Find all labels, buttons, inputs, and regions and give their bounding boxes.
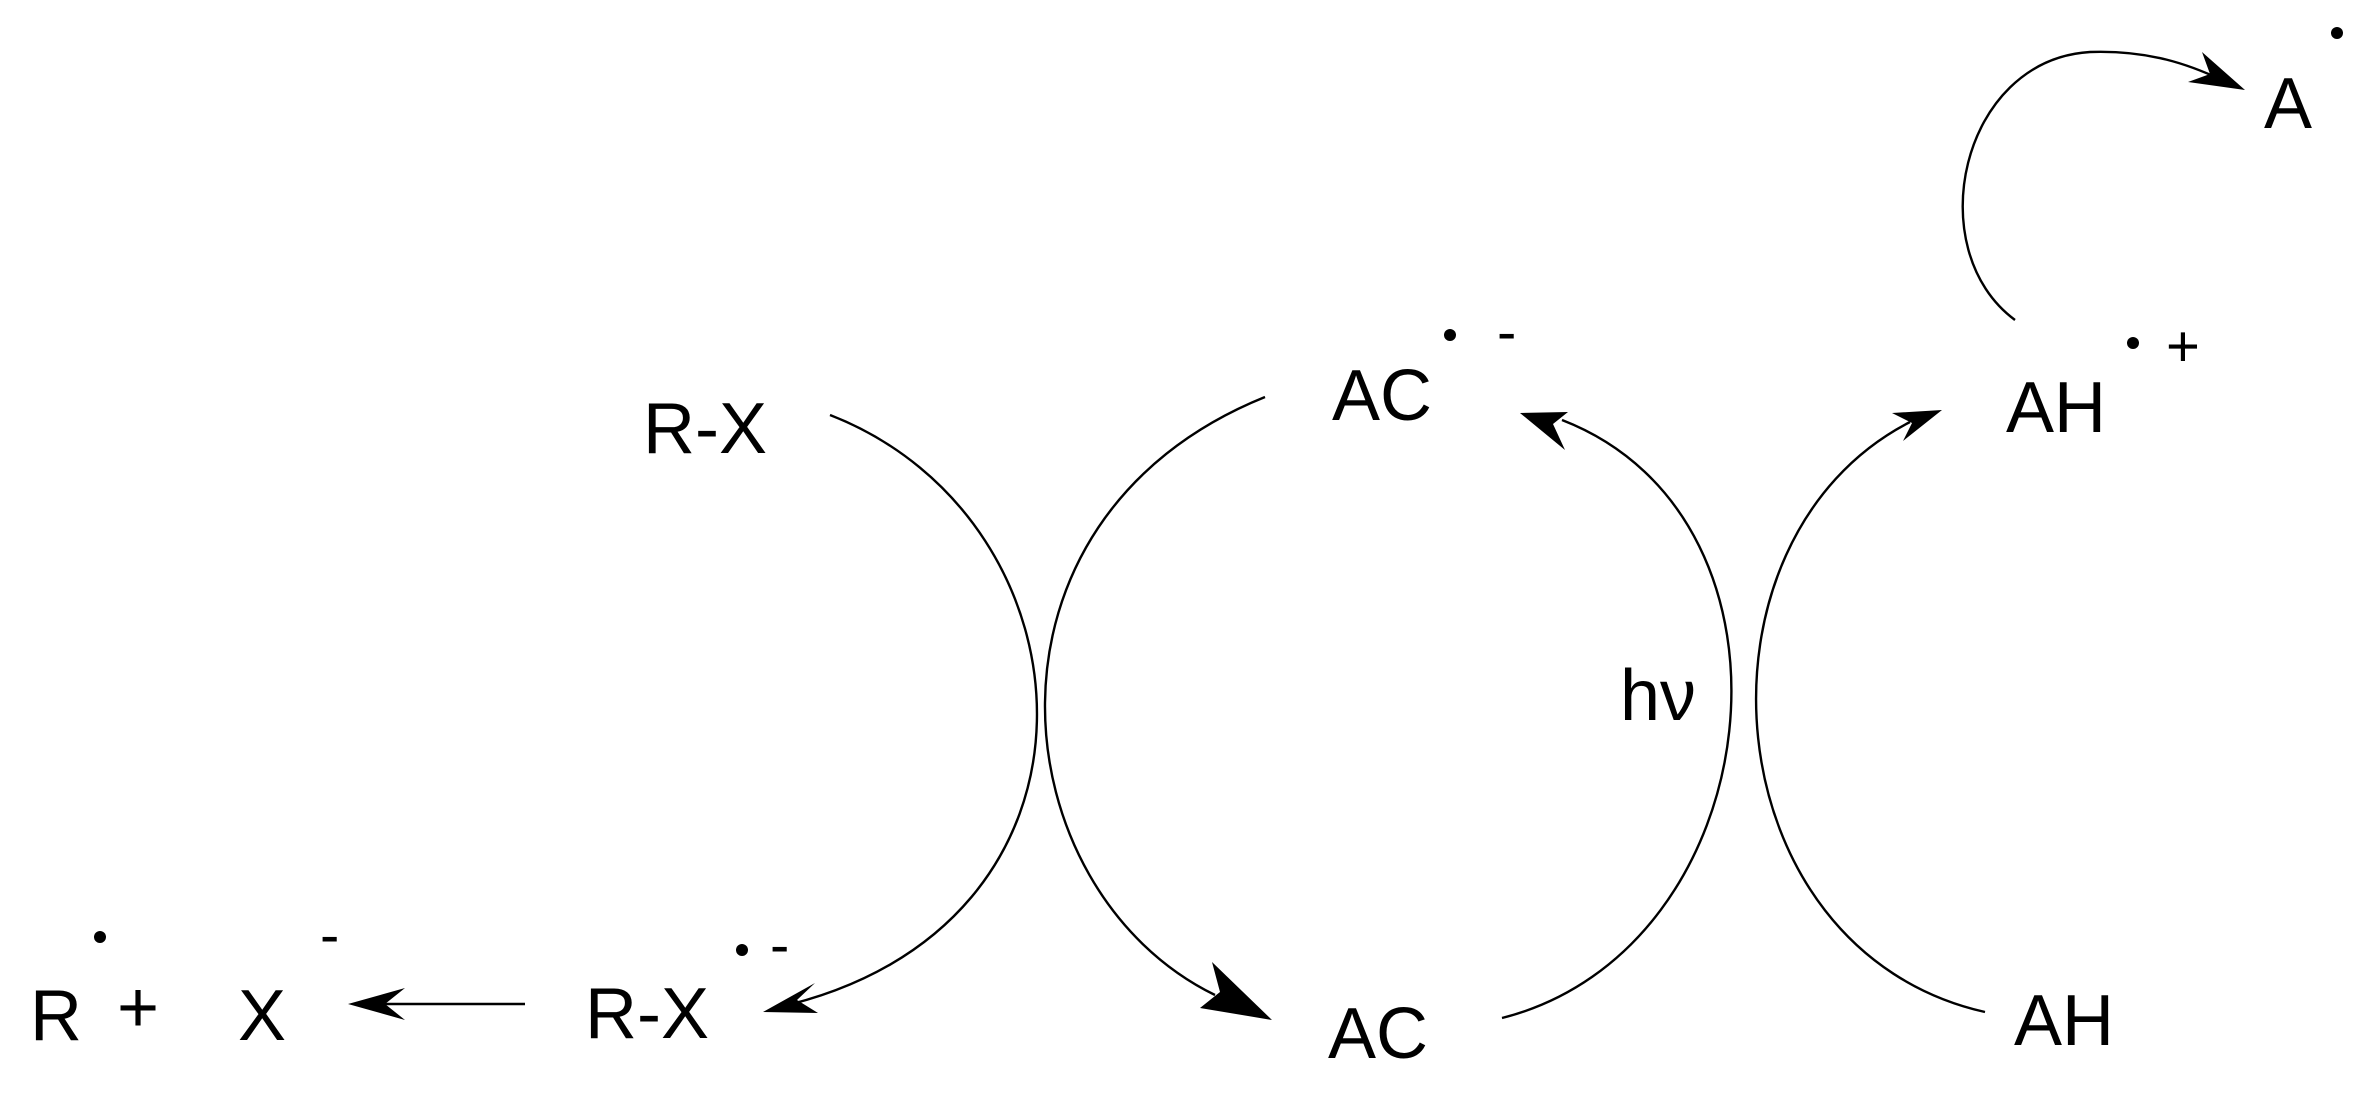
label-ac: AC	[1328, 994, 1428, 1074]
label-hv: hν	[1620, 656, 1696, 736]
radical-dot-rx	[736, 944, 748, 956]
arc-ah-oxidation	[1754, 420, 1986, 1014]
radical-dot-ac	[1444, 329, 1456, 341]
label-ah-radical-cation: AH	[2006, 368, 2106, 448]
arrowhead-deprotonation	[2188, 52, 2245, 90]
charge-minus-x: -	[320, 903, 339, 968]
label-rx-radical-anion: R-X	[585, 974, 709, 1054]
arrowhead-ac-regeneration	[1200, 962, 1272, 1020]
label-a-radical: A	[2264, 64, 2312, 144]
arc-ac-regeneration	[1043, 395, 1266, 997]
arrowhead-ah-oxidation	[1892, 410, 1942, 441]
arrowhead-rx-reduction	[763, 983, 818, 1013]
radical-dot-ah	[2127, 337, 2139, 349]
label-ah: AH	[2014, 981, 2114, 1061]
label-ac-radical-anion: AC	[1332, 356, 1432, 436]
radical-dot-r	[94, 931, 106, 943]
label-rx: R-X	[643, 389, 767, 469]
charge-minus-ac: -	[1497, 300, 1516, 365]
arc-deprotonation	[1961, 50, 2223, 321]
label-plus: +	[117, 968, 159, 1048]
radical-dot-a	[2331, 27, 2343, 39]
charge-minus-rx: -	[770, 913, 789, 978]
label-x-anion: X	[238, 976, 286, 1056]
charge-plus-ah: +	[2166, 314, 2200, 379]
arc-ac-excitation	[1501, 418, 1733, 1020]
label-r-radical: R	[30, 976, 82, 1056]
arrowhead-fragmentation	[348, 988, 405, 1020]
arrowhead-ac-excitation	[1520, 412, 1568, 450]
arc-rx-reduction	[774, 413, 1039, 1010]
